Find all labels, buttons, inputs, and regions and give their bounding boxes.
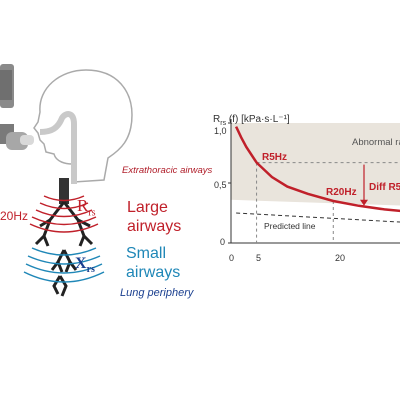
- xrs-label: Xrs: [75, 255, 95, 276]
- y-tick-label: 0,5: [214, 180, 227, 190]
- r5hz-label: R5Hz: [262, 152, 288, 163]
- reactance-waves: [23, 247, 105, 283]
- x-tick-label: 0: [229, 253, 235, 263]
- oscillometry-device: [0, 64, 34, 150]
- abnormal-region: [231, 123, 400, 206]
- y-tick-label: 0: [220, 237, 226, 247]
- frequency-label: 20Hz: [0, 209, 29, 223]
- rrs-curve: [234, 126, 400, 213]
- lung-periphery-label: Lung periphery: [120, 287, 194, 299]
- x-tick-label: 5: [256, 253, 262, 263]
- rrs-label: Rrs: [77, 196, 96, 219]
- x-tick-label: 20: [335, 253, 346, 263]
- predicted-line: [236, 212, 400, 223]
- y-axis-title: Rrs (f) [kPa·s·L⁻¹]: [213, 114, 290, 127]
- head-outline: [33, 69, 133, 183]
- diff-r5-label: Diff R5: [369, 182, 400, 193]
- resistance-waves: [29, 195, 99, 233]
- extrathoracic-label: Extrathoracic airways: [122, 165, 213, 176]
- diff-arrow-head: [360, 199, 368, 206]
- trachea: [59, 178, 69, 204]
- predicted-line-label: Predicted line: [264, 221, 316, 231]
- y-tick-label: 1,0: [214, 126, 227, 136]
- r20hz-label: R20Hz: [326, 187, 357, 198]
- abnormal-range-label: Abnormal ra: [352, 137, 400, 148]
- upper-airway: [39, 111, 77, 184]
